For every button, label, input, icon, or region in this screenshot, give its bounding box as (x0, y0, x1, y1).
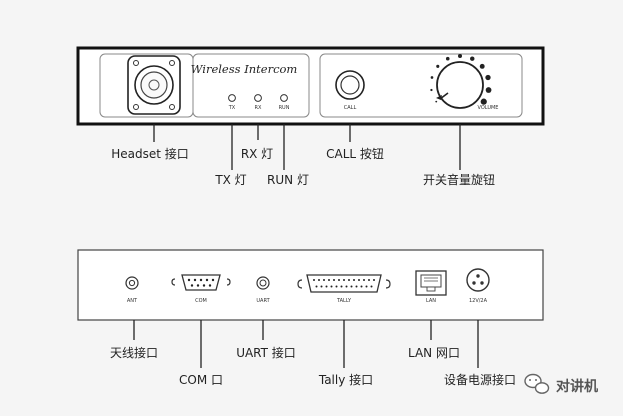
volume-scale-dot (430, 88, 433, 92)
tally-pin (363, 279, 365, 281)
power-caption: 12V/2A (469, 298, 488, 304)
brand-zone (192, 53, 310, 118)
volume-caption: VOLUME (478, 105, 499, 111)
volume-scale-dot (470, 56, 475, 61)
tally-pin (353, 279, 355, 281)
tally-pin (333, 279, 335, 281)
tally-pin (360, 285, 363, 288)
volume-arrow-icon (436, 95, 442, 100)
tally-pin (335, 285, 338, 288)
volume-scale-dot (485, 74, 491, 81)
volume-scale-dot (445, 56, 450, 61)
tally-pin (338, 279, 340, 281)
tally-pin (330, 285, 333, 288)
tally-pin (370, 285, 373, 288)
headset-label: Headset 接口 (111, 146, 189, 161)
tally-pin (343, 279, 345, 281)
volume-scale-dot (430, 76, 434, 79)
tally-pin (348, 279, 350, 281)
com-connector (171, 274, 231, 291)
uart-label: UART 接口 (236, 345, 296, 360)
volume-scale-dot (480, 98, 487, 105)
uart-connector (256, 276, 270, 290)
back-leaders (133, 320, 479, 368)
wechat-icon (524, 373, 550, 394)
watermark-text: 对讲机 (556, 378, 598, 395)
run-led-caption: RUN (279, 105, 290, 111)
volume-scale-dot (436, 64, 440, 68)
run-led (280, 94, 288, 102)
antenna-connector (125, 276, 139, 290)
volume-label: 开关音量旋钮 (423, 172, 495, 187)
tally-pin (315, 285, 318, 288)
com-pin (208, 284, 212, 287)
rx-led (254, 94, 262, 102)
volume-knob (430, 54, 492, 109)
watermark: 对讲机 (524, 373, 598, 395)
power-label: 设备电源接口 (444, 372, 516, 387)
tally-label: Tally 接口 (318, 372, 373, 387)
call-caption: CALL (344, 105, 357, 111)
tally-pin (320, 285, 323, 288)
com-pin (211, 278, 215, 282)
rx-label: RX 灯 (241, 147, 273, 161)
tally-pin (323, 279, 325, 281)
tally-pin (328, 279, 330, 281)
com-pin (193, 278, 197, 282)
controls-zone (319, 53, 523, 118)
headset-connector (127, 55, 181, 115)
com-pin (205, 278, 209, 282)
tally-pin (373, 279, 375, 281)
com-pin (202, 284, 206, 287)
tx-led (228, 94, 236, 102)
rx-led-caption: RX (255, 105, 262, 111)
run-label: RUN 灯 (267, 173, 309, 187)
com-label: COM 口 (179, 373, 223, 387)
tx-label: TX 灯 (214, 173, 246, 187)
tally-pin (345, 285, 348, 288)
lan-connector (415, 270, 447, 296)
tally-pin (350, 285, 353, 288)
tally-pin (313, 279, 315, 281)
tally-pin (340, 285, 343, 288)
brand-title: Wireless Intercom (191, 62, 298, 76)
antenna-label: 天线接口 (110, 345, 158, 360)
volume-scale-dot (458, 54, 462, 58)
com-pin (199, 278, 203, 282)
tally-pin (368, 279, 370, 281)
volume-scale-dots (430, 54, 492, 105)
tally-caption: TALLY (336, 298, 352, 304)
tally-pin (365, 285, 368, 288)
tx-led-caption: TX (228, 105, 236, 111)
lan-label: LAN 网口 (408, 346, 460, 360)
uart-caption: UART (256, 298, 270, 304)
lan-caption: LAN (426, 298, 436, 304)
back-panel: ANT COM UART TALLY (77, 249, 544, 321)
tally-pin (318, 279, 320, 281)
ant-caption: ANT (127, 298, 138, 304)
power-connector (466, 268, 490, 292)
front-panel: Wireless Intercom TX RX RUN CALL VOLUME (76, 46, 545, 126)
volume-scale-dot (435, 100, 438, 103)
com-pin (187, 278, 191, 282)
call-label: CALL 按钮 (326, 146, 384, 161)
com-pin (190, 284, 194, 287)
volume-scale-dot (485, 87, 492, 93)
tally-pin (325, 285, 328, 288)
volume-scale-dot (479, 63, 485, 69)
tally-pin (355, 285, 358, 288)
call-button (335, 70, 365, 100)
tally-connector (297, 274, 391, 293)
tally-pin (358, 279, 360, 281)
com-caption: COM (195, 298, 207, 304)
com-pin (196, 284, 200, 287)
front-leaders (153, 124, 461, 170)
